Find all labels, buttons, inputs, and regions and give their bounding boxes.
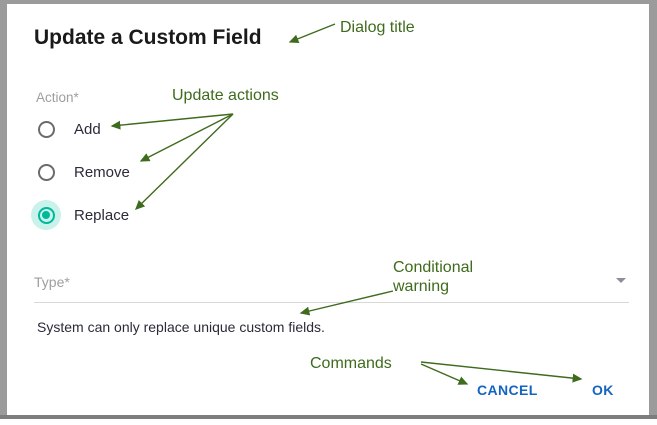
annotation-label-warning: Conditional warning: [393, 258, 473, 296]
ok-button[interactable]: OK: [592, 382, 614, 398]
type-select[interactable]: Type*: [34, 266, 629, 303]
action-field-label: Action*: [36, 90, 79, 105]
radio-replace-hit-area[interactable]: [31, 200, 61, 230]
radio-option-add[interactable]: Add: [31, 114, 101, 144]
conditional-warning-text: System can only replace unique custom fi…: [37, 319, 325, 335]
radio-replace-label: Replace: [74, 206, 130, 224]
radio-remove-hit-area[interactable]: [31, 157, 61, 187]
chevron-down-icon[interactable]: [616, 278, 626, 283]
window-frame-left: [0, 0, 7, 419]
window-frame-top: [0, 0, 657, 4]
annotation-label-warning-line2: warning: [393, 278, 450, 295]
radio-add-label: Add: [74, 120, 101, 138]
annotation-label-warning-line1: Conditional: [393, 259, 474, 276]
update-custom-field-dialog: Update a Custom Field Action* Add Remove…: [7, 4, 649, 415]
radio-unchecked-icon: [37, 120, 55, 138]
radio-remove-label: Remove: [74, 163, 130, 181]
radio-dot: [42, 211, 50, 219]
radio-option-remove[interactable]: Remove: [31, 157, 130, 187]
radio-unchecked-icon: [37, 163, 55, 181]
radio-checked-icon: [37, 206, 55, 224]
annotation-label-commands: Commands: [310, 355, 392, 372]
window-frame-right: [649, 0, 657, 419]
window-frame-bottom: [0, 415, 657, 419]
radio-add-hit-area[interactable]: [31, 114, 61, 144]
cancel-button[interactable]: CANCEL: [477, 382, 538, 398]
annotation-label-title: Dialog title: [340, 19, 415, 36]
type-select-label: Type*: [34, 274, 70, 290]
page-title: Update a Custom Field: [34, 26, 262, 49]
annotation-label-actions: Update actions: [172, 87, 279, 104]
radio-option-replace[interactable]: Replace: [31, 200, 129, 230]
